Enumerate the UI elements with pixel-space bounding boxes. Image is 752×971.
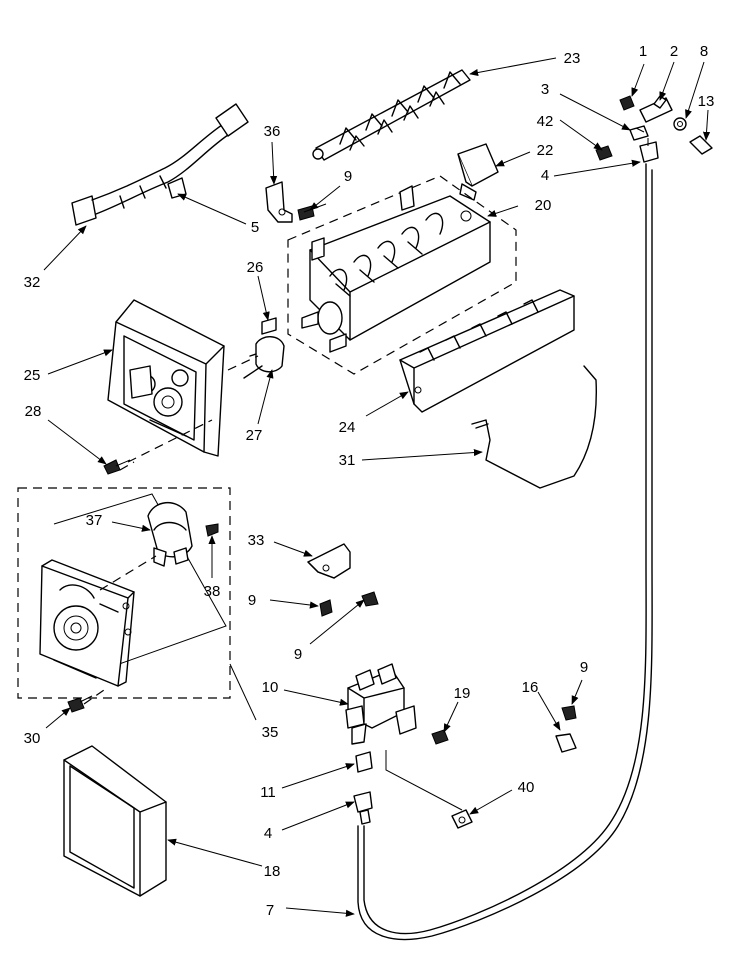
label-33: 33 — [248, 532, 265, 549]
part-screw-38 — [205, 523, 219, 537]
part-nut-40 — [451, 809, 473, 829]
part-screw-19 — [431, 729, 449, 745]
label-8: 8 — [700, 43, 708, 60]
part-number-labels: 1 2 8 3 13 23 42 22 4 36 9 5 20 32 26 25… — [24, 43, 715, 919]
part-water-tube-7 — [357, 163, 653, 941]
part-wire-bail-31 — [471, 365, 597, 489]
part-ejector-23 — [312, 69, 471, 161]
part-mold-assembly-20 — [287, 175, 517, 375]
label-32: 32 — [24, 274, 41, 291]
part-water-valve-10 — [345, 663, 417, 745]
label-9-top: 9 — [344, 168, 352, 185]
leader-dash-thermostat — [227, 355, 259, 371]
label-4-bottom: 4 — [264, 825, 272, 842]
label-28: 28 — [25, 403, 42, 420]
label-13: 13 — [698, 93, 715, 110]
label-1: 1 — [639, 43, 647, 60]
label-5: 5 — [251, 219, 259, 236]
label-30: 30 — [24, 730, 41, 747]
part-nut-11 — [355, 751, 373, 773]
part-wire-harness — [71, 103, 249, 226]
part-clip-26 — [261, 317, 277, 335]
label-42: 42 — [537, 113, 554, 130]
label-19: 19 — [454, 685, 471, 702]
part-shield-24 — [399, 289, 575, 413]
label-24: 24 — [339, 419, 356, 436]
part-screw-9-clamp — [561, 705, 577, 721]
label-4-top: 4 — [541, 167, 549, 184]
part-cover-18 — [63, 745, 167, 897]
label-10: 10 — [262, 679, 279, 696]
leader-dash-module — [127, 419, 213, 463]
part-screw-9-right — [361, 591, 379, 607]
label-2: 2 — [670, 43, 678, 60]
part-bracket-33 — [307, 543, 351, 579]
leader-dash-screw28 — [119, 461, 135, 471]
label-16: 16 — [522, 679, 539, 696]
label-38: 38 — [204, 583, 221, 600]
part-bracket-36 — [265, 181, 293, 223]
label-9-clamp: 9 — [580, 659, 588, 676]
label-23: 23 — [564, 50, 581, 67]
leader-dash-screw30 — [83, 689, 105, 705]
label-22: 22 — [537, 142, 554, 159]
part-control-module-25 — [107, 299, 225, 457]
leader-dash-motor — [99, 555, 157, 591]
part-motor-37 — [147, 502, 193, 567]
leader-arrows — [43, 57, 711, 917]
label-36: 36 — [264, 123, 281, 140]
part-fitting-4-bottom — [353, 791, 373, 825]
leader-valve-to-40 — [385, 750, 463, 811]
label-25: 25 — [24, 367, 41, 384]
label-37: 37 — [86, 512, 103, 529]
part-screw-9-top — [297, 203, 327, 221]
label-18: 18 — [264, 863, 281, 880]
label-31: 31 — [339, 452, 356, 469]
part-screw-9-left — [319, 599, 333, 617]
label-11: 11 — [260, 784, 276, 801]
label-20: 20 — [535, 197, 552, 214]
label-40: 40 — [518, 779, 535, 796]
label-9-low: 9 — [294, 646, 302, 663]
part-fill-cup-22 — [457, 143, 499, 201]
label-3: 3 — [541, 81, 549, 98]
label-27: 27 — [246, 427, 263, 444]
label-7: 7 — [266, 902, 274, 919]
label-26: 26 — [247, 259, 264, 276]
part-inlet-assembly — [595, 95, 713, 163]
label-35: 35 — [262, 724, 279, 741]
label-9-mid: 9 — [248, 592, 256, 609]
part-clamp-16 — [555, 733, 577, 753]
part-module-assembly-35 — [17, 487, 231, 699]
part-thermostat-27 — [243, 336, 285, 379]
